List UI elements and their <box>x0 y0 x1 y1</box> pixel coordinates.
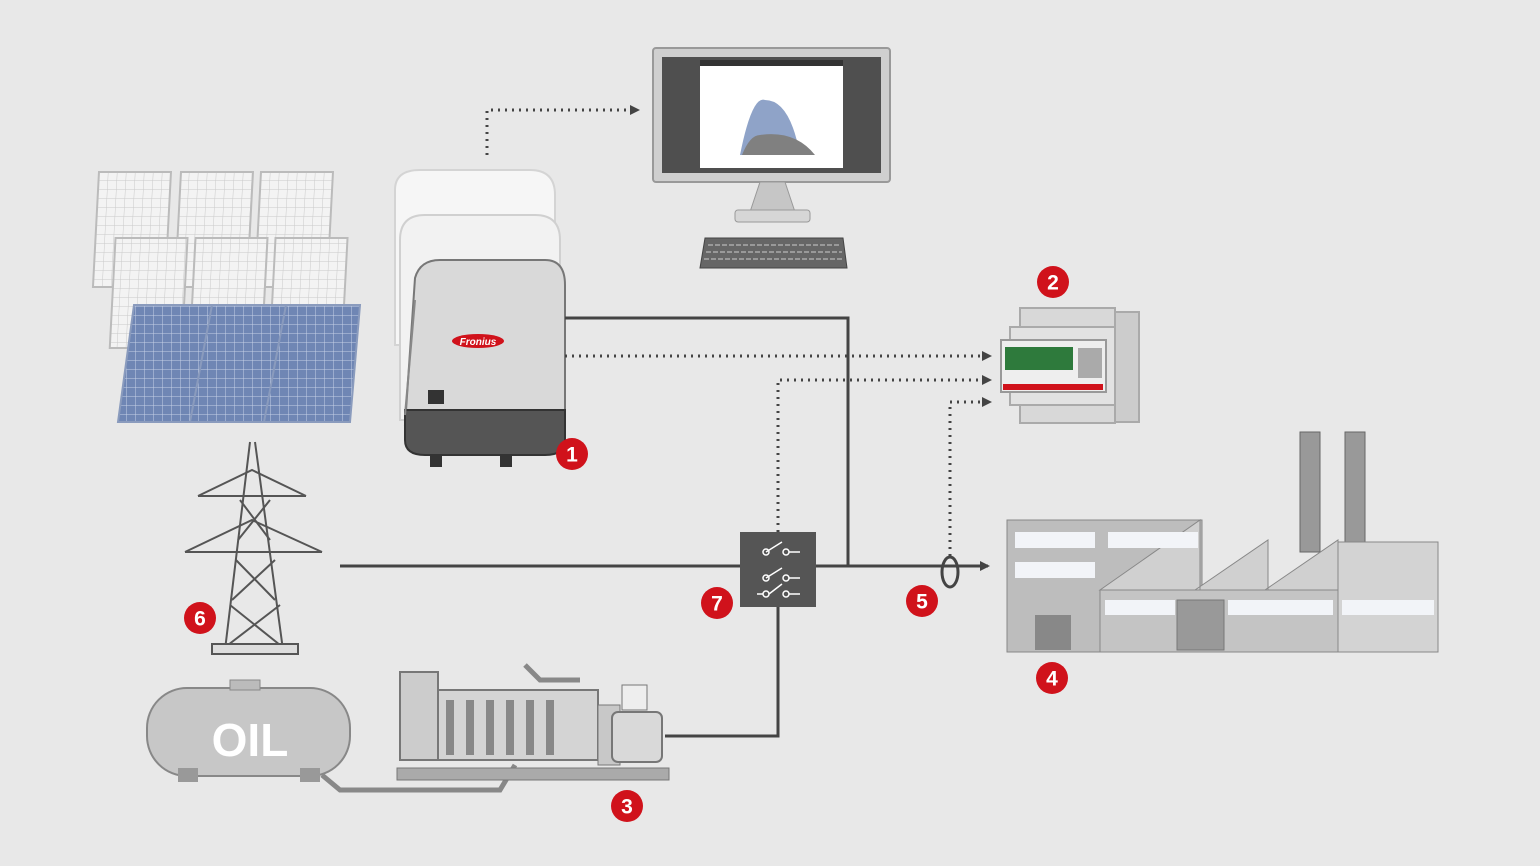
svg-text:7: 7 <box>711 593 723 616</box>
solar-panels <box>91 171 362 423</box>
factory-load <box>1006 431 1439 653</box>
svg-text:5: 5 <box>916 591 928 614</box>
badge-3: 3 <box>611 790 643 822</box>
badge-6: 6 <box>184 602 216 634</box>
badge-1: 1 <box>556 438 588 470</box>
badge-7: 7 <box>701 587 733 619</box>
diesel-generator <box>396 663 670 781</box>
power-lines <box>340 316 990 738</box>
current-sensor <box>940 555 960 589</box>
svg-text:6: 6 <box>194 608 206 631</box>
svg-text:2: 2 <box>1047 272 1059 295</box>
transfer-switch <box>740 532 816 607</box>
badge-5: 5 <box>906 585 938 617</box>
data-link-monitor <box>485 105 640 155</box>
badge-2: 2 <box>1037 266 1069 298</box>
energy-meter <box>1000 307 1140 424</box>
inverter: Fronius <box>394 169 566 467</box>
badge-4: 4 <box>1036 662 1068 694</box>
power-grid-tower <box>184 441 323 655</box>
data-links <box>565 351 992 556</box>
svg-text:4: 4 <box>1046 668 1058 691</box>
fronius-logo: Fronius <box>460 337 497 348</box>
oil-label: OIL <box>212 714 289 766</box>
monitoring-computer <box>652 47 891 269</box>
svg-text:1: 1 <box>566 444 578 467</box>
svg-text:3: 3 <box>621 796 633 819</box>
